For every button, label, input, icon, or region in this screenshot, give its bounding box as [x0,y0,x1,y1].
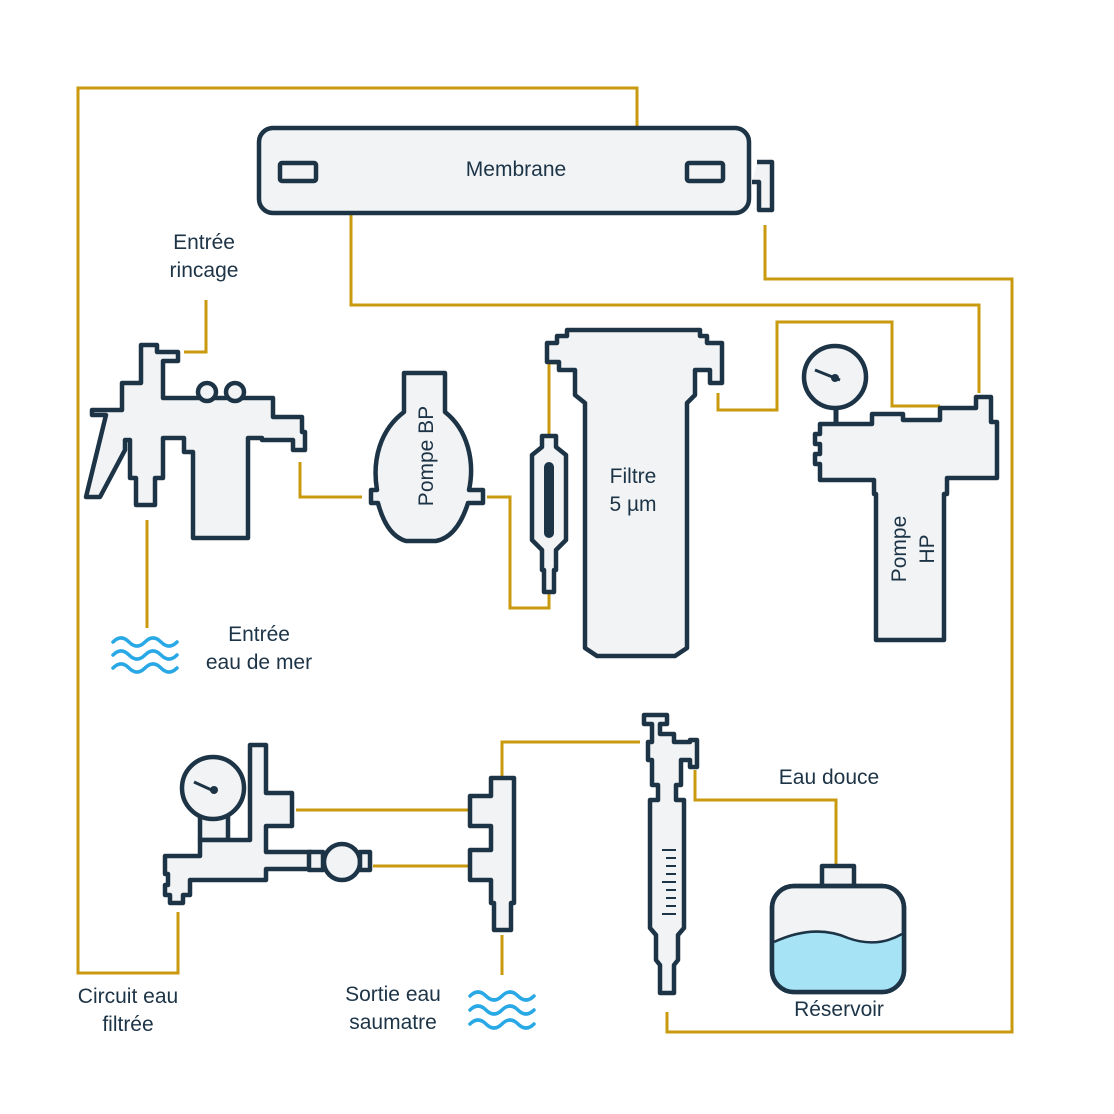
label-entree-eau-de-mer-line1: Entrée [228,623,290,646]
valve-knob-right [223,380,247,404]
label-circuit-eau-filtree-line2: filtrée [102,1013,153,1036]
valve-knob-left [195,380,219,404]
manifold-body [467,775,517,933]
wave-icon-brackish-out [468,990,536,1030]
valve-body [83,342,308,541]
pompe-hp: Pompe HP [801,343,1000,643]
label-eau-douce: Eau douce [779,766,879,789]
membrane-port-left [277,160,319,184]
label-entree-rincage-line1: Entrée [173,231,235,254]
filtre: Filtre 5 µm [544,327,725,659]
three-way-valve [83,342,308,541]
membrane-body [256,125,752,216]
label-filtre-line2: 5 µm [609,493,656,516]
flowmeter [641,712,700,996]
label-entree-rincage-line2: rincage [170,259,239,282]
label-filtre-line1: Filtre [610,465,657,488]
label-pompe-hp-line1: Pompe [888,516,911,583]
pipe-bp-to-sight [487,495,551,610]
reservoir-outline [769,883,907,995]
filtre-body [544,327,725,659]
pipe-sight-to-filter [547,361,557,436]
membrane-port-right [684,160,726,184]
label-entree-eau-de-mer-line2: eau de mer [206,651,312,674]
label-circuit-eau-filtree-line1: Circuit eau [78,985,178,1008]
regulator-valve-outlet [357,849,373,873]
regulator-body [162,742,314,906]
pipe-rincage [184,300,208,354]
pompe-bp-body [368,370,486,544]
reservoir-water [774,931,902,990]
pipe-fresh-water [693,770,838,866]
regulator-gauge-center [210,786,218,794]
label-sortie-eau-saumatre-line2: saumatre [349,1011,437,1034]
flowmeter-scale [662,849,676,915]
membrane: Membrane [256,125,775,216]
regulator-valve-ball [321,841,363,883]
reservoir-water-line [773,930,903,944]
pompe-hp-body [812,394,1000,643]
label-pompe-hp-line2: HP [916,534,939,563]
label-pompe-bp: Pompe BP [415,406,438,506]
sight-glass [529,433,569,595]
label-reservoir: Réservoir [794,998,884,1021]
flowmeter-body [641,712,700,996]
pipe-membrane-outlet [665,225,1014,1034]
pipe-valve-to-bp [298,462,362,499]
pompe-bp: Pompe BP [368,370,486,544]
pipe-filter-to-hp [716,320,940,412]
label-membrane: Membrane [466,158,566,181]
wave-icon-sea-inlet [111,636,179,674]
sight-glass-window [544,462,554,538]
flush-manifold [467,775,517,933]
pipe-manifold-to-flowmeter [500,740,640,778]
pressure-regulator [162,742,373,906]
label-sortie-eau-saumatre-line1: Sortie eau [345,983,441,1006]
reservoir [769,863,907,995]
regulator-valve-stub [306,849,326,873]
membrane-outlet-elbow [752,159,775,213]
pompe-hp-gauge-center [831,374,839,382]
